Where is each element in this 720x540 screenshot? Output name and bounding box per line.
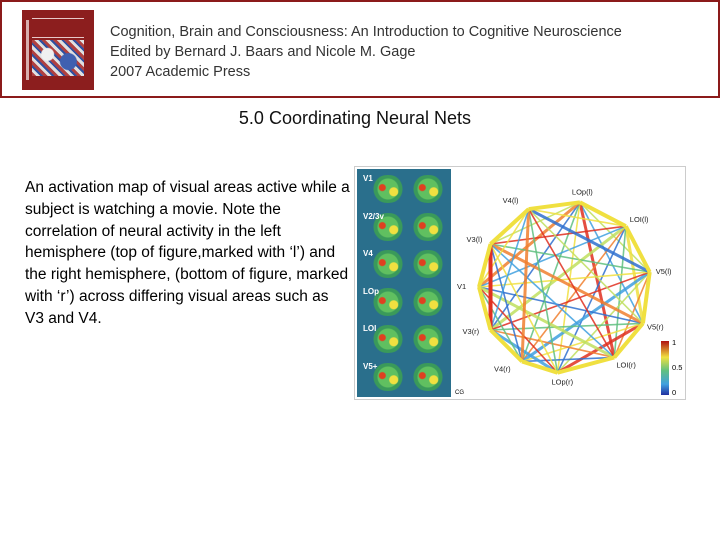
network-edge [489,208,530,331]
brain-area-label: V1 [363,174,373,183]
brain-left-view [369,362,407,391]
brain-map-row: V1 [359,171,449,206]
network-edge [556,225,627,374]
book-editors: Edited by Bernard J. Baars and Nicole M.… [110,44,416,60]
network-edge [490,271,650,331]
brain-right-view [409,287,447,316]
brain-left-view [369,212,407,241]
network-edge [528,208,644,324]
network-edge [528,200,581,212]
brain-map-row: V5+ [359,359,449,394]
brain-right-view [409,325,447,353]
book-publisher: 2007 Academic Press [110,64,251,80]
brain-right-view [409,362,447,391]
network-edge [489,243,523,362]
network-node-label: LOp(l) [572,187,593,196]
slide-title: 5.0 Coordinating Neural Nets [238,108,472,128]
network-edge [490,201,581,245]
brain-right-view [409,175,447,203]
network-edge [489,328,559,374]
network-edge [478,201,581,289]
network-node-label: V1 [457,282,466,291]
brain-area-label: V5+ [363,361,378,371]
brain-left-view [369,287,407,316]
network-node-label: V3(l) [467,235,483,244]
network-edge [579,200,627,228]
network-edge [613,271,651,358]
network-node-label: V3(r) [463,327,480,336]
network-edge [477,286,493,331]
network-node-label: V4(l) [503,196,519,205]
network-edge [556,355,615,375]
colorbar-tick-label: 0.5 [672,363,682,372]
network-edge [478,271,650,288]
brain-area-label: LOI [363,324,377,333]
network-edge [578,201,616,358]
network-edge [624,225,652,273]
network-edge [527,207,651,274]
network-edge [612,322,645,359]
brain-map-row: V4 [359,246,449,281]
network-edge [490,243,650,273]
network-node-label: LOp(r) [552,378,574,387]
network-edge [624,225,645,324]
brain-area-label: V2/3v [363,211,384,221]
brain-left-view [369,175,407,203]
network-edge [579,201,651,273]
network-edge [478,208,530,288]
network-edge [527,208,616,358]
network-edge [489,207,531,246]
figure-credit: CG [455,390,464,396]
network-node-label: V5(l) [656,267,672,276]
colorbar-tick-label: 1 [672,338,676,347]
colorbar [661,341,669,395]
network-graph: LOp(l) LOI(l) V5(l) V5(r) LOI(r) LOp(r) V4(r) V… [455,187,682,397]
book-cover-image [22,10,94,90]
brain-map-row: LOI [359,321,449,356]
network-edge [478,285,616,359]
correlation-network: LOp(l) LOI(l) V5(l) V5(r) LOI(r) LOp(r) V4(r) V… [453,169,683,397]
book-title: Cognition, Brain and Consciousness: An I… [110,24,622,40]
brain-left-view [369,250,407,278]
header-banner: Cognition, Brain and Consciousness: An I… [0,0,720,98]
brain-area-label: LOp [363,286,379,296]
network-node-label: LOI(l) [630,215,649,224]
colorbar-tick-label: 0 [672,388,676,397]
network-edge [490,225,626,245]
network-edge [490,322,643,331]
brain-map-row: LOp [359,284,449,319]
brain-area-label: V4 [363,249,373,258]
network-edge [478,225,627,288]
network-edge [477,243,493,288]
network-edge [478,286,644,325]
network-edge [521,359,559,375]
network-node-label: V5(r) [647,322,664,331]
brain-left-view [369,325,407,353]
network-edge [556,271,651,374]
network-edge [520,208,531,362]
network-edge [489,242,644,325]
brain-map-row: V2/3v [359,209,449,244]
network-edge [528,208,626,227]
network-edge [640,271,652,324]
network-edge [478,286,523,362]
network-edge [556,202,581,373]
slide-body-text: An activation map of visual areas active… [25,179,350,327]
network-edge [527,208,559,373]
network-edge [556,322,644,374]
brain-right-view [409,212,447,241]
brain-right-view [409,250,447,278]
network-edge [489,328,524,363]
network-node-label: LOI(r) [616,360,636,369]
network-node-label: V4(r) [494,364,511,373]
network-edge [579,201,644,324]
